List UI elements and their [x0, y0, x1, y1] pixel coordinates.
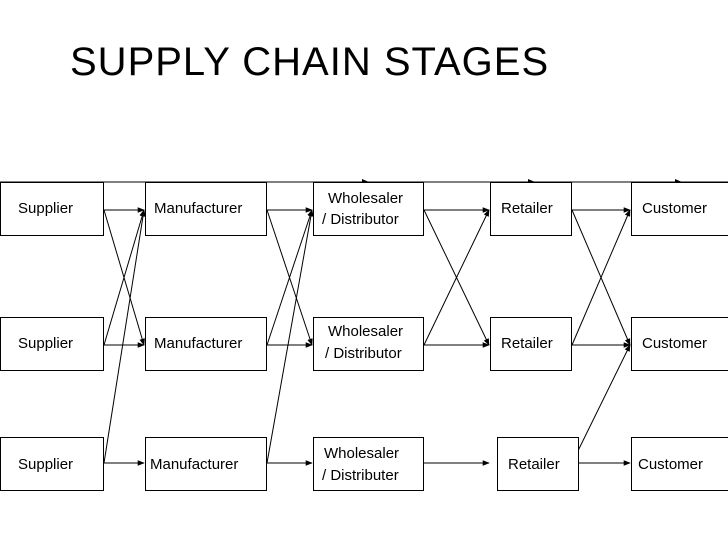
customer-label-3: Customer: [638, 456, 704, 473]
customer-label-2: Customer: [642, 335, 708, 352]
wholesaler-label-3-line1: Wholesaler: [324, 445, 400, 462]
supplier-label-2: Supplier: [18, 335, 74, 352]
supplier-label-1: Supplier: [18, 200, 74, 217]
arrow-supplier2-to-manufacturer1: [103, 209, 145, 346]
customer-box-3: Customer: [631, 437, 728, 491]
wholesaler-label-2-line2: / Distributor: [325, 345, 402, 362]
supplier-box-1: Supplier: [0, 182, 104, 236]
arrow-supplier3-to-manufacturer1: [103, 209, 146, 464]
wholesaler-box-1: Wholesaler / Distributor: [313, 182, 424, 236]
manufacturer-box-2: Manufacturer: [145, 317, 267, 371]
arrow-wholesaler2-to-retailer1: [423, 209, 490, 346]
customer-box-1: Customer: [631, 182, 728, 236]
retailer-box-2: Retailer: [490, 317, 572, 371]
manufacturer-label-2: Manufacturer: [154, 335, 243, 352]
wholesaler-label-3-line2: / Distributer: [322, 467, 399, 484]
arrow-manufacturer2-to-wholesaler1: [266, 209, 313, 346]
retailer-label-2: Retailer: [501, 335, 553, 352]
customer-label-1: Customer: [642, 200, 708, 217]
supplier-label-3: Supplier: [18, 456, 74, 473]
page-title: SUPPLY CHAIN STAGES: [70, 40, 550, 84]
arrow-retailer2-to-customer1: [571, 209, 631, 346]
retailer-label-1: Retailer: [501, 200, 553, 217]
retailer-box-3: Retailer: [497, 437, 579, 491]
supplier-box-3: Supplier: [0, 437, 104, 491]
wholesaler-box-3: Wholesaler / Distributer: [313, 437, 424, 491]
manufacturer-box-1: Manufacturer: [145, 182, 267, 236]
manufacturer-box-3: Manufacturer: [145, 437, 267, 491]
arrow-retailer3-to-customer2: [571, 344, 631, 464]
arrow-manufacturer3-to-wholesaler1: [266, 209, 314, 464]
customer-box-2: Customer: [631, 317, 728, 371]
retailer-box-1: Retailer: [490, 182, 572, 236]
manufacturer-label-3: Manufacturer: [150, 456, 239, 473]
wholesaler-label-1-line2: / Distributor: [322, 211, 399, 228]
wholesaler-box-2: Wholesaler / Distributor: [313, 317, 424, 371]
wholesaler-label-2-line1: Wholesaler: [328, 323, 404, 340]
manufacturer-label-1: Manufacturer: [154, 200, 243, 217]
wholesaler-label-1-line1: Wholesaler: [328, 190, 404, 207]
retailer-label-3: Retailer: [508, 456, 560, 473]
supplier-box-2: Supplier: [0, 317, 104, 371]
